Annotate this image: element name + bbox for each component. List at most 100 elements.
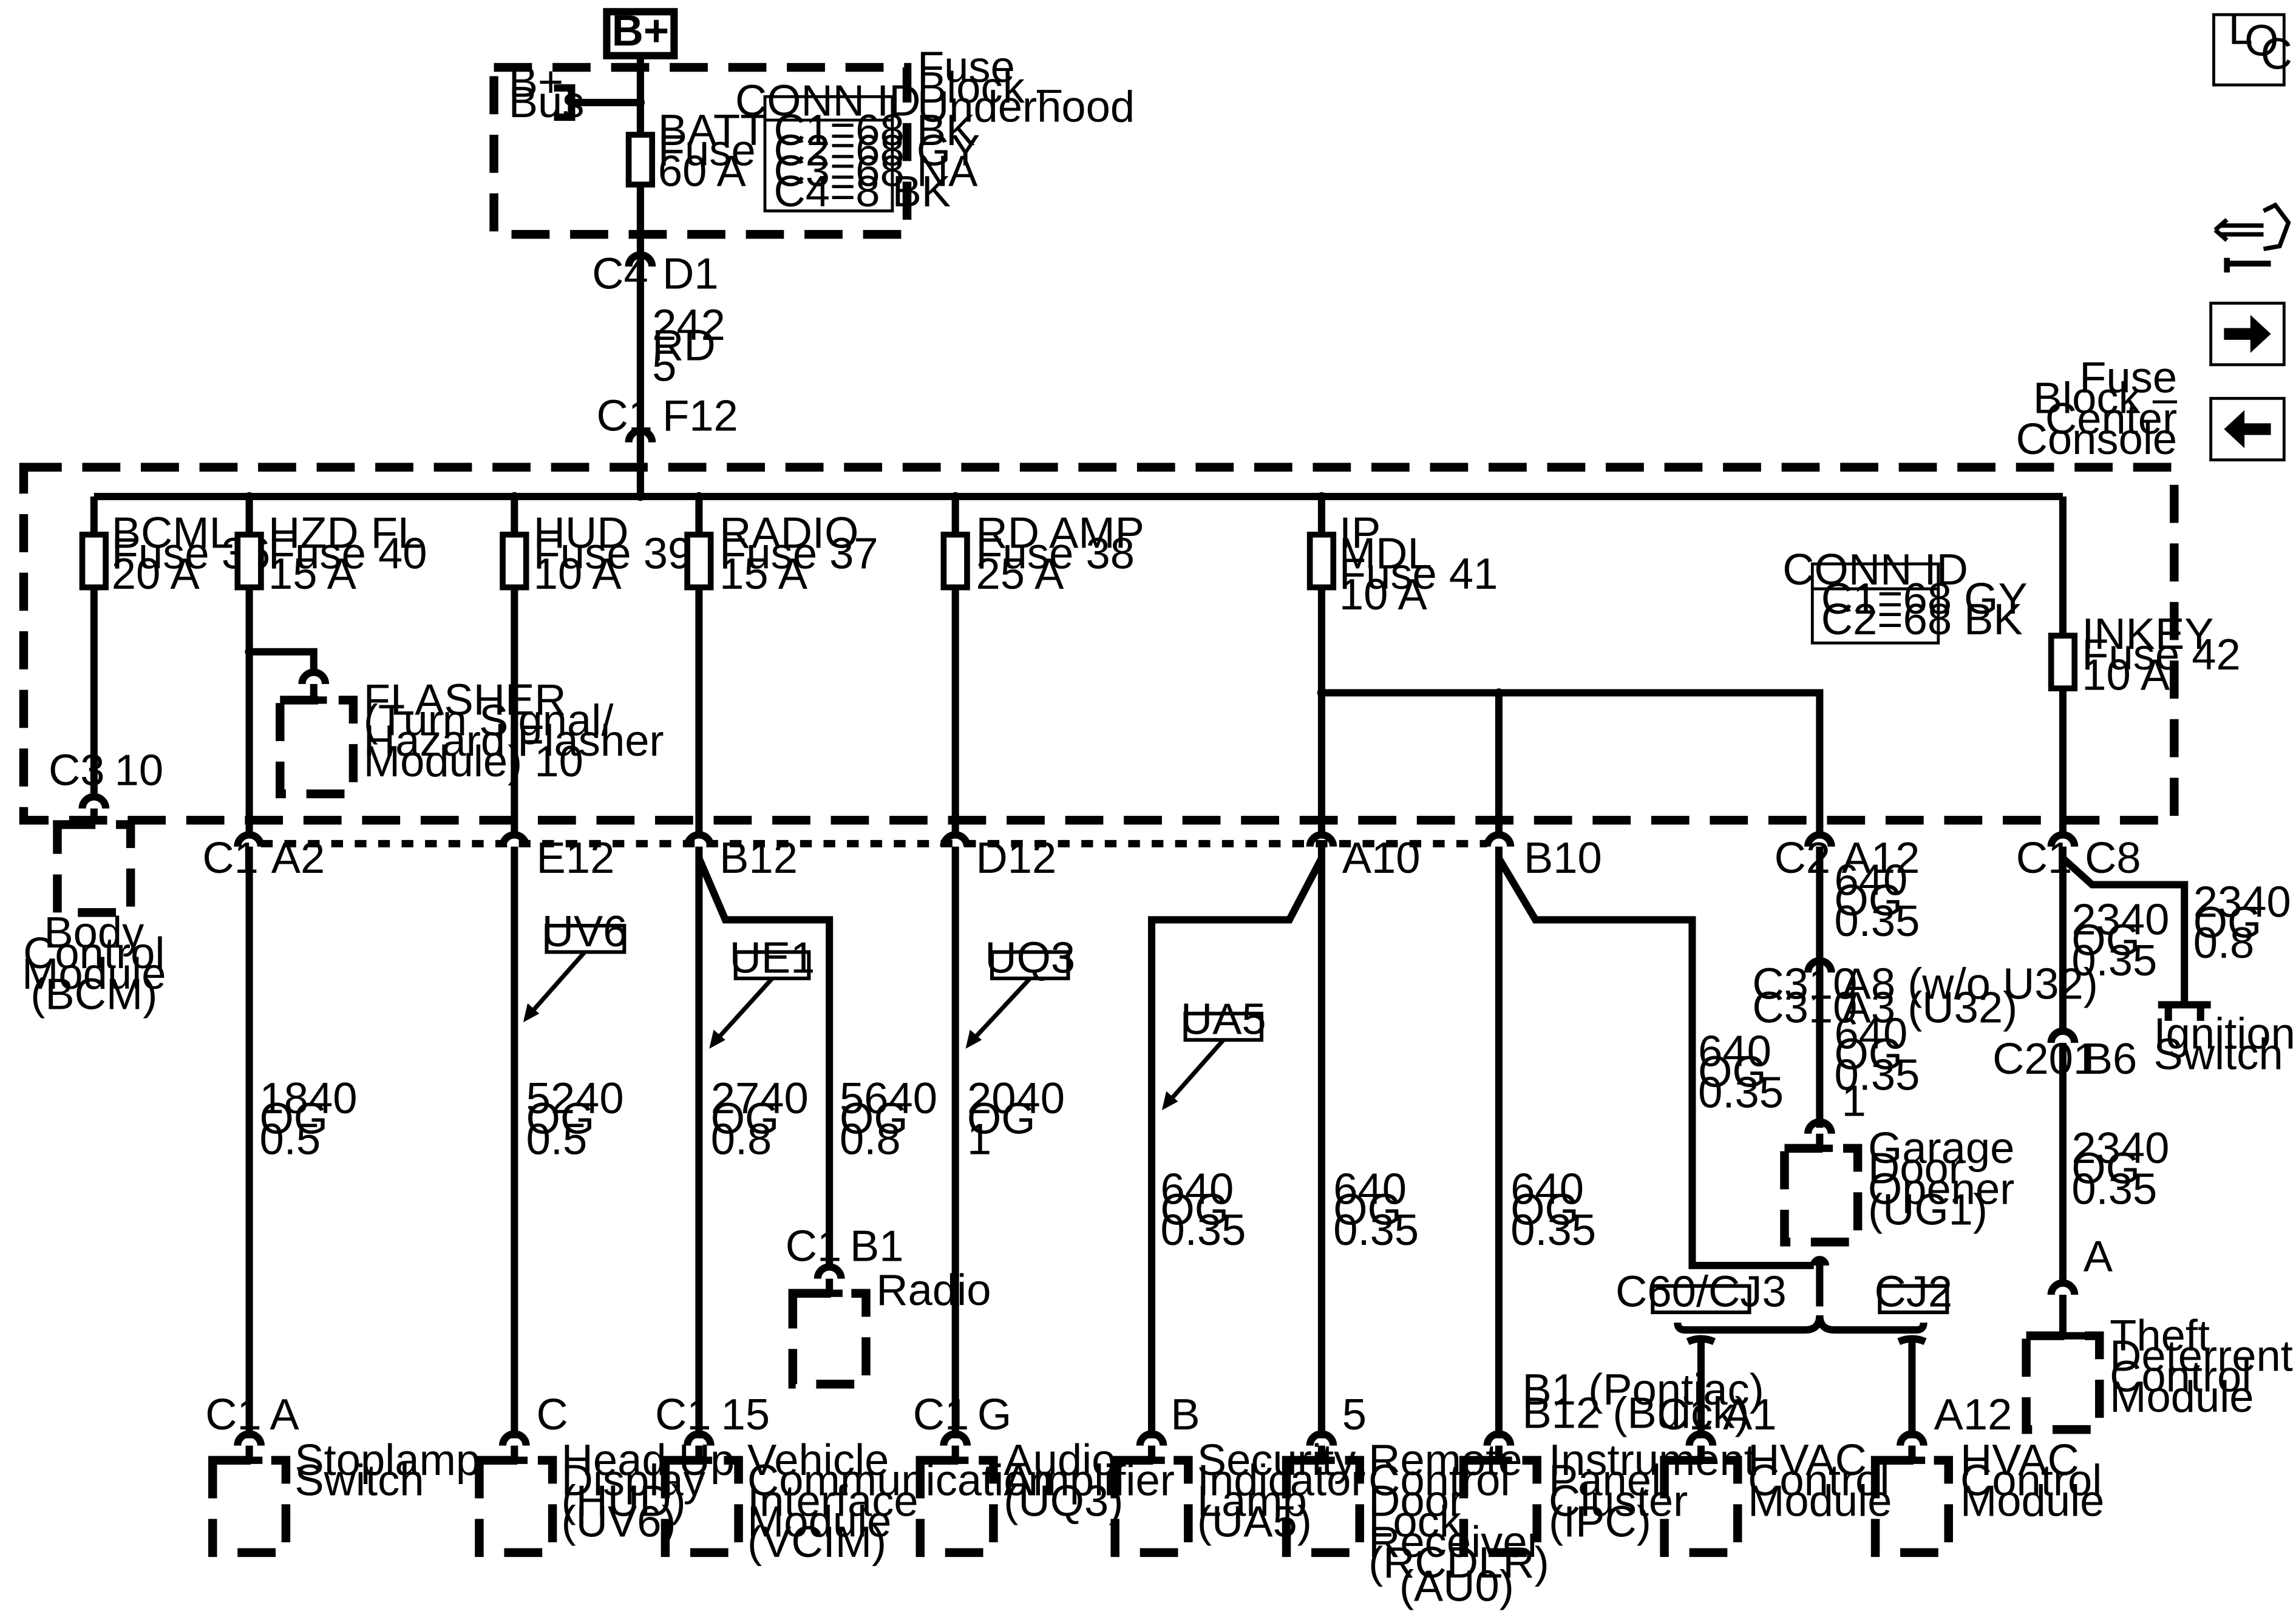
svg-text:B12 (Buick): B12 (Buick): [1523, 1389, 1750, 1438]
svg-text:(UQ3): (UQ3): [1004, 1477, 1123, 1526]
svg-text:Theft: Theft: [2110, 1311, 2210, 1360]
svg-text:OG: OG: [967, 1094, 1036, 1144]
svg-text:HZD FL: HZD FL: [268, 508, 422, 557]
svg-text:C2=68 GY: C2=68 GY: [773, 126, 980, 175]
svg-text:OG: OG: [2071, 915, 2140, 964]
svg-text:C1: C1: [786, 1222, 842, 1271]
vehicle-communication-interface-module: C1 15 Vehicle Communication Interface Mo…: [655, 1390, 1053, 1567]
svg-text:C1=68 BK: C1=68 BK: [773, 106, 975, 155]
svg-text:B12: B12: [719, 833, 798, 883]
svg-text:OG: OG: [526, 1094, 595, 1144]
svg-text:60 A: 60 A: [658, 146, 747, 195]
svg-text:2340: 2340: [2193, 878, 2291, 927]
hvac-control-module-cj2: A12 HVAC Control Module: [1870, 1390, 2104, 1558]
svg-text:Lock: Lock: [1368, 1497, 1462, 1546]
svg-text:5640: 5640: [840, 1074, 937, 1123]
svg-text:1: 1: [1842, 1077, 1866, 1126]
svg-text:0.8: 0.8: [840, 1114, 901, 1164]
previous-arrow-icon[interactable]: [2209, 396, 2286, 462]
svg-text:15 A: 15 A: [719, 549, 808, 598]
svg-text:G: G: [977, 1390, 1011, 1439]
svg-text:0.35: 0.35: [1835, 897, 1920, 946]
vcim-circuit: UE1 2740 OG 0.8 5640 OG 0.8: [695, 846, 937, 1439]
svg-text:20 A: 20 A: [112, 549, 200, 598]
svg-text:Interface: Interface: [747, 1477, 919, 1526]
svg-text:(RCDLR): (RCDLR): [1368, 1538, 1549, 1587]
svg-text:A12: A12: [1934, 1390, 2012, 1439]
theft-deterrent-control-module: A Theft Deterrent Control Module: [2022, 1232, 2293, 1434]
svg-text:C: C: [2261, 29, 2292, 78]
fuse-rd-amp: RD AMP Fuse 38 25 A: [940, 497, 1144, 835]
diagnostic-icon[interactable]: [2213, 202, 2291, 273]
svg-text:INKEY: INKEY: [2082, 609, 2213, 659]
svg-text:Radio: Radio: [876, 1266, 991, 1315]
svg-text:C8: C8: [2085, 833, 2141, 883]
svg-text:C: C: [537, 1390, 568, 1439]
svg-text:640: 640: [1161, 1165, 1234, 1214]
svg-text:MDL: MDL: [1339, 529, 1432, 578]
svg-text:2340: 2340: [2071, 895, 2169, 944]
stoplamp-switch: C1 A Stoplamp Switch: [205, 1390, 480, 1558]
svg-text:RD AMP: RD AMP: [976, 508, 1144, 557]
svg-text:CONN ID: CONN ID: [735, 76, 921, 126]
location-icon[interactable]: L O C: [2212, 4, 2292, 87]
option-cj2-label: CJ2: [1874, 1267, 1952, 1316]
fuse-hzd-fl: HZD FL Fuse 40 15 A: [234, 497, 427, 835]
svg-text:242: 242: [652, 300, 725, 350]
svg-text:(UV6): (UV6): [562, 1497, 676, 1546]
batt1-fuse: [625, 132, 656, 188]
svg-text:Block –: Block –: [917, 63, 1062, 112]
garage-door-opener: 1 Garage Door Opener (UG1): [1780, 1077, 2014, 1247]
hvac-control-module-c60: C1 A1 HVAC Control Module: [1657, 1390, 1892, 1558]
fuse-block-center-console: Fuse Block – Center Console CONN ID C1=6…: [19, 353, 2241, 835]
svg-text:C3=68 NA: C3=68 NA: [773, 146, 978, 195]
svg-text:O: O: [2244, 16, 2278, 66]
svg-text:B6: B6: [2084, 1034, 2138, 1083]
svg-text:Module: Module: [1960, 1477, 2104, 1526]
svg-text:OG: OG: [711, 1094, 779, 1144]
option-ua5-label: UA5: [1181, 995, 1266, 1044]
svg-text:L: L: [2229, 4, 2253, 53]
svg-text:A3 (U32): A3 (U32): [1842, 983, 2018, 1032]
svg-text:OG: OG: [2193, 898, 2262, 947]
svg-text:Body: Body: [44, 908, 144, 957]
svg-text:B10: B10: [1524, 833, 1602, 883]
svg-text:RADIO: RADIO: [719, 508, 858, 557]
fuse-block-underhood: Fuse Block – Underhood B+ Bus BATT 1 Fus…: [489, 42, 1135, 257]
svg-text:B1 (Pontiac): B1 (Pontiac): [1523, 1365, 1764, 1414]
svg-text:10 A: 10 A: [534, 549, 622, 598]
svg-text:Module: Module: [22, 949, 166, 998]
next-arrow-icon[interactable]: [2209, 302, 2286, 367]
svg-text:Module: Module: [1748, 1477, 1892, 1526]
svg-text:OG: OG: [1698, 1047, 1767, 1096]
svg-text:OG: OG: [1835, 1030, 1903, 1079]
svg-text:5: 5: [1342, 1390, 1367, 1439]
theft-deterrent-circuit: Ignition Switch 2340 OG 0.8 2340 OG 0.35…: [1992, 846, 2295, 1286]
svg-text:Fuse 41: Fuse 41: [1339, 549, 1498, 598]
svg-text:D1: D1: [662, 249, 719, 298]
svg-text:15: 15: [721, 1390, 770, 1439]
svg-text:(Turn Signal/: (Turn Signal/: [364, 696, 614, 745]
svg-text:Control: Control: [23, 929, 165, 978]
svg-text:(UG1): (UG1): [1868, 1185, 1988, 1234]
svg-text:Garage: Garage: [1868, 1124, 2014, 1173]
svg-text:Instrument: Instrument: [1549, 1436, 1756, 1485]
svg-text:Door: Door: [1868, 1144, 1963, 1193]
fuse-inkey: INKEY Fuse 42 10 A: [2048, 497, 2241, 835]
svg-text:HVAC: HVAC: [1748, 1436, 1867, 1485]
svg-text:(VCIM): (VCIM): [747, 1517, 886, 1567]
bus-label: B+: [509, 57, 564, 106]
svg-text:Fuse: Fuse: [2079, 353, 2177, 402]
svg-text:Fuse 40: Fuse 40: [268, 529, 427, 578]
svg-text:Module) 10: Module) 10: [364, 737, 583, 786]
option-c60-cj3-label: C60/CJ3: [1615, 1267, 1787, 1316]
option-ue1-label: UE1: [730, 933, 815, 982]
svg-text:C1=68 GY: C1=68 GY: [1821, 574, 2028, 623]
svg-text:25 A: 25 A: [976, 549, 1064, 598]
feed-wire-242: C4 D1 242 RD 5 C1 F12: [592, 249, 738, 497]
svg-text:0.35: 0.35: [1161, 1205, 1246, 1255]
svg-text:1: 1: [967, 1114, 991, 1164]
svg-text:Control: Control: [1748, 1456, 1889, 1505]
svg-text:C1: C1: [205, 1390, 262, 1439]
